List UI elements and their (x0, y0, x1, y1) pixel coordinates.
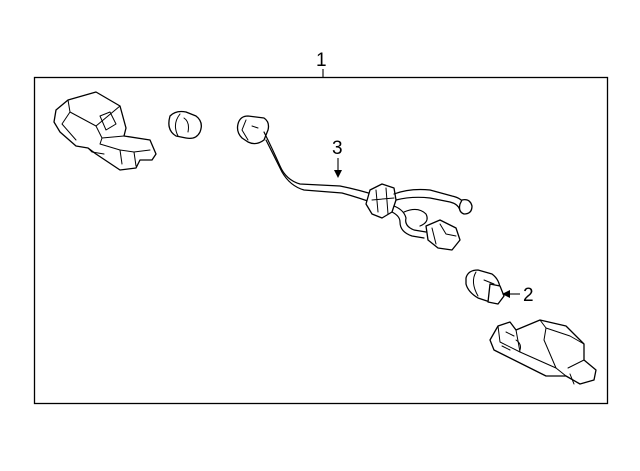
callout-3-label[interactable]: 3 (332, 138, 343, 159)
left-lens-cap[interactable] (168, 110, 202, 140)
assembly-frame (33, 76, 609, 405)
callout-2-label[interactable]: 2 (523, 285, 534, 306)
callout-2-arrowhead (502, 290, 510, 298)
callout-1-label[interactable]: 1 (316, 50, 327, 71)
right-lamp-housing[interactable] (489, 319, 597, 385)
wire-harness[interactable] (236, 115, 473, 251)
left-lamp-housing[interactable] (53, 91, 157, 171)
bulb[interactable] (465, 269, 505, 305)
callout-3-arrowhead (334, 170, 342, 178)
